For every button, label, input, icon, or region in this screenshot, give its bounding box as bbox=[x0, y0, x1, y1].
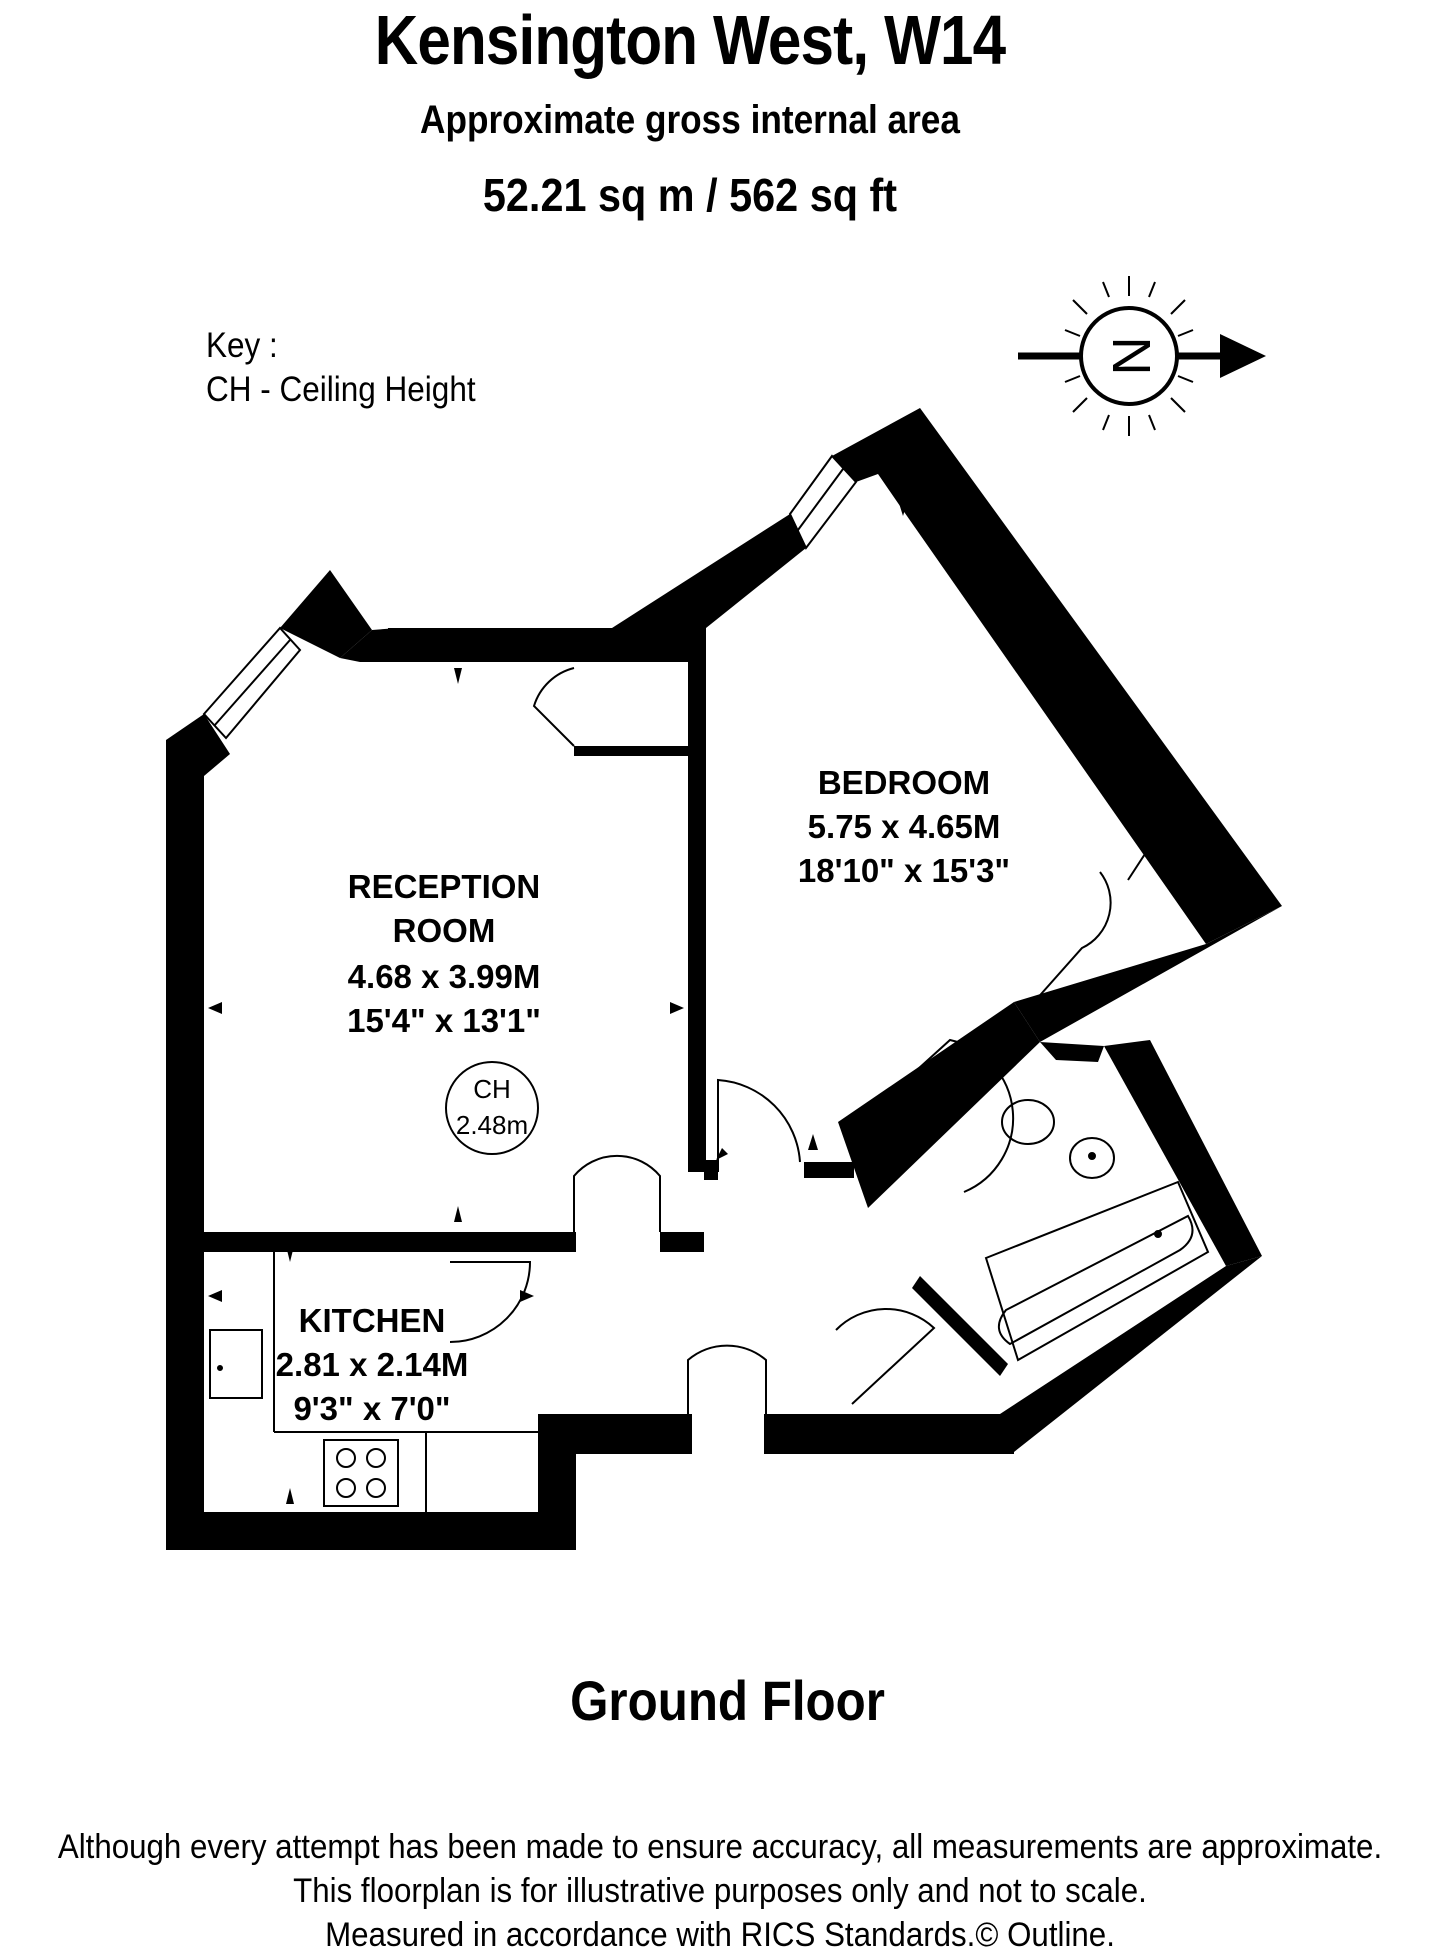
kitchen-fittings bbox=[209, 1252, 538, 1512]
bath-icon bbox=[984, 1180, 1210, 1362]
key-entry: CH - Ceiling Height bbox=[206, 370, 476, 409]
bedroom-imperial: 18'10" x 15'3" bbox=[798, 852, 1010, 889]
north-arrow-icon: N bbox=[1018, 276, 1266, 436]
windows bbox=[202, 454, 858, 740]
disclaimer-line3: Measured in accordance with RICS Standar… bbox=[325, 1916, 1115, 1954]
hob-icon bbox=[323, 1439, 399, 1507]
kitchen-labels: KITCHEN 2.81 x 2.14M 9'3" x 7'0" bbox=[276, 1302, 469, 1427]
reception-imperial: 15'4" x 13'1" bbox=[347, 1002, 541, 1039]
toilet-icon bbox=[1001, 1099, 1055, 1145]
bathroom-fittings bbox=[984, 1099, 1210, 1362]
walls bbox=[166, 408, 1282, 1550]
disclaimer-line1: Although every attempt has been made to … bbox=[57, 1828, 1383, 1866]
kitchen-metric: 2.81 x 2.14M bbox=[276, 1346, 469, 1383]
ceiling-height-value: 2.48m bbox=[456, 1110, 528, 1140]
area-subtitle: Approximate gross internal area bbox=[420, 98, 960, 142]
bedroom-labels: BEDROOM 5.75 x 4.65M 18'10" x 15'3" bbox=[798, 764, 1010, 889]
basin-icon bbox=[1069, 1137, 1115, 1179]
kitchen-name: KITCHEN bbox=[299, 1302, 446, 1339]
bedroom-name: BEDROOM bbox=[818, 764, 990, 801]
disclaimer-line2: This floorplan is for illustrative purpo… bbox=[293, 1872, 1147, 1910]
measure-arrows bbox=[208, 500, 1136, 1504]
floor-label: Ground Floor bbox=[570, 1669, 885, 1732]
reception-name-line2: ROOM bbox=[393, 912, 496, 949]
reception-name-line1: RECEPTION bbox=[348, 868, 541, 905]
kitchen-imperial: 9'3" x 7'0" bbox=[293, 1390, 450, 1427]
area-value: 52.21 sq m / 562 sq ft bbox=[482, 169, 898, 221]
ceiling-height-marker: CH 2.48m bbox=[445, 1061, 539, 1155]
compass-letter: N bbox=[1101, 337, 1161, 376]
doors bbox=[449, 667, 1183, 1414]
key-heading: Key : bbox=[206, 326, 278, 365]
reception-labels: RECEPTION ROOM 4.68 x 3.99M 15'4" x 13'1… bbox=[347, 868, 541, 1039]
bedroom-metric: 5.75 x 4.65M bbox=[808, 808, 1001, 845]
reception-metric: 4.68 x 3.99M bbox=[348, 958, 541, 995]
ceiling-height-label: CH bbox=[473, 1074, 511, 1104]
page-title: Kensington West, W14 bbox=[374, 1, 1006, 79]
sink-icon bbox=[209, 1329, 263, 1399]
